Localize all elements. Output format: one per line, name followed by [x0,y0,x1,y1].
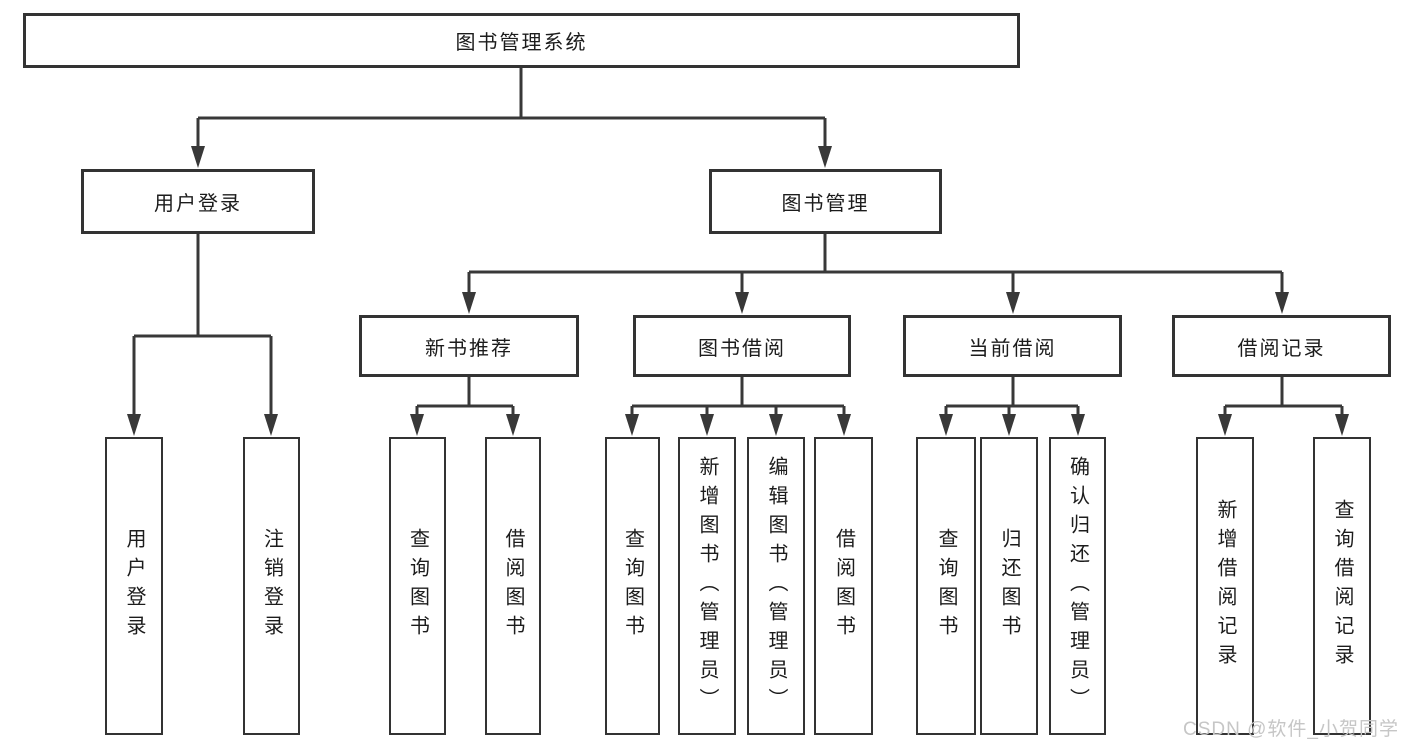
leaf-query-books-current: 查询图书 [916,437,976,735]
leaf-borrow-books: 借阅图书 [814,437,873,735]
leaf-add-books-admin-label: 新增图书（管理员） [696,455,718,717]
leaf-query-borrow-record: 查询借阅记录 [1313,437,1371,735]
node-user-login-branch: 用户登录 [81,169,315,234]
leaf-borrow-books-recommend: 借阅图书 [485,437,541,735]
leaf-return-books: 归还图书 [980,437,1038,735]
leaf-add-borrow-record-label: 新增借阅记录 [1214,499,1236,673]
leaf-borrow-books-recommend-label: 借阅图书 [502,528,524,644]
leaf-confirm-return-admin-label: 确认归还（管理员） [1066,455,1089,717]
leaf-add-borrow-record: 新增借阅记录 [1196,437,1254,735]
leaf-query-books-recommend: 查询图书 [389,437,446,735]
node-book-management-branch: 图书管理 [709,169,942,234]
leaf-logout-label: 注销登录 [260,528,283,644]
leaf-query-books-current-label: 查询图书 [935,528,957,644]
leaf-user-login-label: 用户登录 [123,528,145,644]
node-new-book-recommend: 新书推荐 [359,315,579,377]
leaf-confirm-return-admin: 确认归还（管理员） [1049,437,1106,735]
leaf-query-books-recommend-label: 查询图书 [406,528,429,644]
node-borrowing-records: 借阅记录 [1172,315,1391,377]
leaf-user-login: 用户登录 [105,437,163,735]
leaf-return-books-label: 归还图书 [998,528,1020,644]
leaf-edit-books-admin-label: 编辑图书（管理员） [765,455,787,717]
leaf-logout: 注销登录 [243,437,300,735]
node-book-borrowing: 图书借阅 [633,315,851,377]
leaf-query-books-borrowing-label: 查询图书 [621,528,644,644]
node-current-borrowing: 当前借阅 [903,315,1122,377]
leaf-edit-books-admin: 编辑图书（管理员） [747,437,805,735]
node-library-management-system: 图书管理系统 [23,13,1020,68]
leaf-add-books-admin: 新增图书（管理员） [678,437,736,735]
csdn-watermark: CSDN @软件_小贺同学 [1183,719,1399,740]
leaf-query-books-borrowing: 查询图书 [605,437,660,735]
leaf-query-borrow-record-label: 查询借阅记录 [1331,499,1353,673]
leaf-borrow-books-label: 借阅图书 [832,528,855,644]
